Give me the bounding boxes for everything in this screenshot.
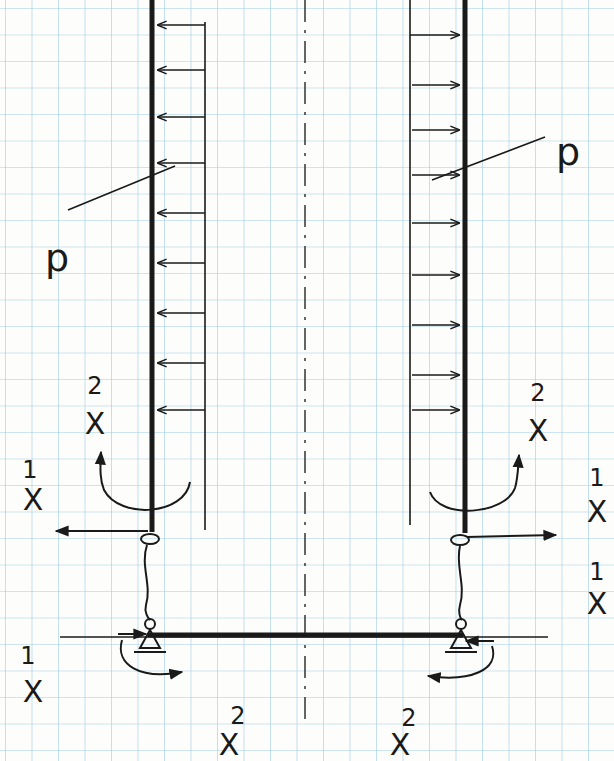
- index-number: 1: [22, 458, 37, 482]
- left-load: [158, 22, 205, 530]
- index-number: 2: [230, 704, 245, 728]
- force-label: X: [23, 485, 44, 515]
- leader-line: [68, 166, 175, 210]
- index-number: 2: [401, 706, 416, 730]
- load-label: p: [45, 239, 69, 277]
- hinge-links: [141, 534, 469, 629]
- force-label: X: [85, 409, 106, 439]
- force-label: X: [587, 497, 608, 527]
- force-label: X: [528, 416, 549, 446]
- moment-arrow: [100, 452, 519, 678]
- force-arrow: [56, 531, 556, 641]
- index-number: 2: [530, 381, 545, 405]
- pin-support: [134, 630, 477, 652]
- index-number: 1: [589, 466, 604, 490]
- force-label: X: [23, 677, 44, 707]
- load-label: p: [556, 133, 580, 171]
- index-number: 1: [589, 560, 604, 584]
- force-label: X: [390, 730, 411, 760]
- force-label: X: [219, 730, 240, 760]
- tie-beam: [148, 633, 463, 638]
- symmetry-axis: [304, 0, 306, 720]
- right-column: [463, 0, 468, 533]
- leader-line: [432, 137, 545, 180]
- index-number: 1: [20, 644, 35, 668]
- force-label: X: [587, 589, 608, 619]
- right-load: [410, 0, 459, 525]
- index-number: 2: [87, 374, 102, 398]
- left-column: [150, 0, 155, 532]
